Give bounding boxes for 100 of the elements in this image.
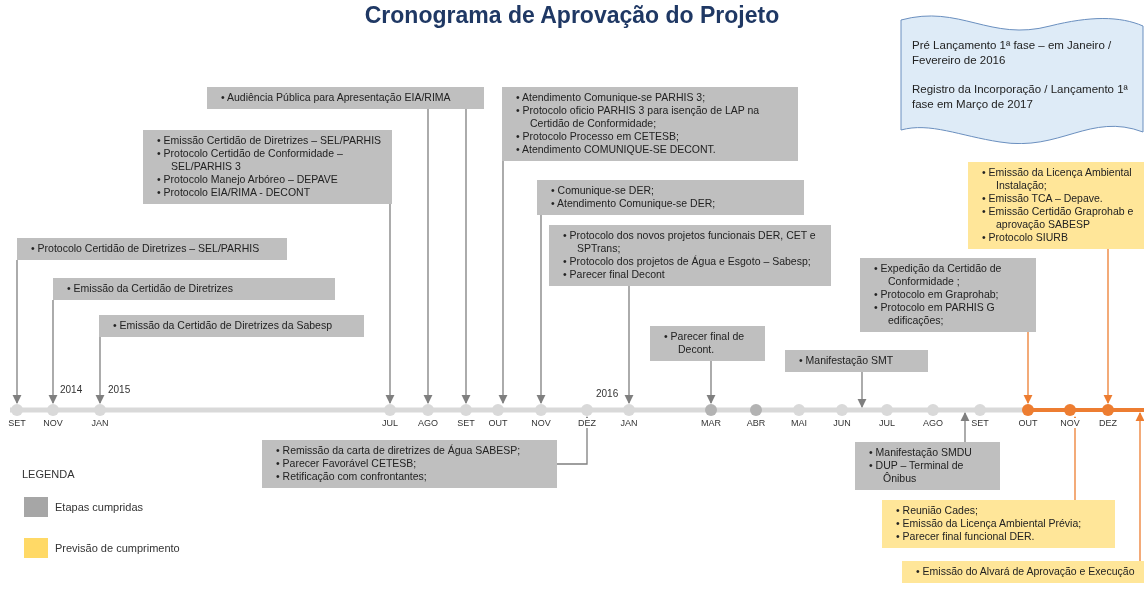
timeline-dot (836, 404, 848, 416)
timeline-dot (460, 404, 472, 416)
bullet-item: • Emissão da Licença Ambiental Prévia; (895, 517, 1083, 530)
banner-shape (900, 12, 1144, 144)
timeline-dot (623, 404, 635, 416)
task-box (207, 87, 484, 109)
arrow (1135, 412, 1144, 562)
arrow (498, 160, 508, 404)
arrow (1103, 248, 1113, 404)
timeline-dot (422, 404, 434, 416)
bullet-item: • Atendimento COMUNIQUE-SE DECONT. (515, 143, 717, 156)
arrow (706, 360, 716, 404)
month-label: OUT (1017, 418, 1039, 428)
arrow (461, 108, 471, 404)
month-label: NOV (1059, 418, 1081, 428)
diagram-title: Cronograma de Aprovação do Projeto (363, 2, 781, 29)
month-label: SET (970, 418, 990, 428)
task-box (549, 225, 831, 286)
bullet-item: • Protocolo Processo em CETESB; (515, 130, 680, 143)
bullet-item: • Expedição da Certidão de Conformidade ; (873, 262, 1003, 288)
task-box (53, 278, 335, 300)
bullet-item: • DUP – Terminal de Ônibus (868, 459, 965, 485)
timeline-dot (1102, 404, 1114, 416)
bullet-item: • Protocolo dos novos projetos funcionais DER, CET e SPTrans; (562, 229, 817, 255)
timeline-bar (10, 407, 1144, 413)
month-label: NOV (42, 418, 64, 428)
timeline-dot (881, 404, 893, 416)
task-box (502, 87, 798, 161)
arrow (385, 203, 395, 404)
arrow (95, 336, 105, 404)
bullet-item: • Remissão da carta de diretrizes de Água SABESP; (275, 444, 522, 457)
bullet-item: • Emissão da Licença Ambiental Instalação; (981, 166, 1133, 192)
bullet-item: • Emissão do Alvará de Aprovação e Execução (915, 565, 1136, 578)
year-label: 2014 (60, 384, 83, 395)
timeline-dot (535, 404, 547, 416)
timeline-dot (974, 404, 986, 416)
arrow (1023, 331, 1033, 404)
task-box (968, 162, 1144, 249)
task-box (785, 350, 928, 372)
timeline-dot (581, 404, 593, 416)
timeline-dot (11, 404, 23, 416)
task-box (537, 180, 804, 215)
bullet-item: • Protocolo Manejo Arbóreo – DEPAVE (156, 173, 339, 186)
bullet-item: • Manifestação SMDU (868, 446, 973, 459)
month-label: ABR (745, 418, 767, 428)
month-label: NOV (530, 418, 552, 428)
arrow (857, 371, 867, 408)
month-label: AGO (922, 418, 944, 428)
bullet-item: • Parecer final de Decont. (663, 330, 746, 356)
bullet-item: • Emissão da Certidão de Diretrizes da Sabesp (112, 319, 334, 332)
timeline-dot (492, 404, 504, 416)
month-label: JAN (90, 418, 110, 428)
month-label: DEZ (577, 418, 597, 428)
month-label: JAN (619, 418, 639, 428)
bullet-item: • Reunião Cades; (895, 504, 979, 517)
arrow (12, 259, 22, 404)
bullet-item: • Protocolo Certidão de Diretrizes – SEL/PARHIS (30, 242, 261, 255)
note-text: Registro da Incorporação / Lançamento 1ª fase em Março de 2017 (912, 82, 1129, 112)
bullet-item: • Atendimento Comunique-se PARHIS 3; (515, 91, 707, 104)
bullet-item: • Emissão Certidão de Diretrizes – SEL/PARHIS (156, 134, 383, 147)
month-label: SET (456, 418, 476, 428)
timeline-dot (47, 404, 59, 416)
bullet-item: • Emissão TCA – Depave. (981, 192, 1104, 205)
bullet-item: • Emissão Certidão Graprohab e aprovação SABESP (981, 205, 1135, 231)
bullet-item: • Protocolo Certidão de Conformidade – SEL/PARHIS 3 (156, 147, 344, 173)
month-label: DEZ (1098, 418, 1118, 428)
timeline-dot (1022, 404, 1034, 416)
legend-title: LEGENDA (22, 468, 75, 480)
bullet-item: • Retificação com confrontantes; (275, 470, 428, 483)
bullet-item: • Manifestação SMT (798, 354, 895, 367)
timeline-dot (384, 404, 396, 416)
task-box (902, 561, 1144, 583)
bullet-item: • Protocolo EIA/RIMA - DECONT (156, 186, 312, 199)
month-label: JUN (832, 418, 852, 428)
bullet-item: • Parecer final Decont (562, 268, 666, 281)
legend-label: Previsão de cumprimento (55, 542, 180, 554)
bullet-item: • Protocolo dos projetos de Água e Esgoto – Sabesp; (562, 255, 812, 268)
bullet-item: • Atendimento Comunique-se DER; (550, 197, 717, 210)
bullet-item: • Protocolo em PARHIS G edificações; (873, 301, 996, 327)
bullet-item: • Audiência Pública para Apresentação EIA/RIMA (220, 91, 452, 104)
bullet-item: • Protocolo oficio PARHIS 3 para isenção de LAP na Certidão de Conformidade; (515, 104, 761, 130)
task-box (99, 315, 364, 337)
task-box (650, 326, 765, 361)
legend-label: Etapas cumpridas (55, 501, 144, 513)
task-box (855, 442, 1000, 490)
task-box (17, 238, 287, 260)
timeline-dot (750, 404, 762, 416)
bullet-item: • Protocolo em Graprohab; (873, 288, 1000, 301)
task-box (860, 258, 1036, 332)
arrow (624, 285, 634, 404)
bullet-item: • Parecer final funcional DER. (895, 530, 1036, 543)
bullet-item: • Parecer Favorável CETESB; (275, 457, 418, 470)
month-label: JUL (878, 418, 896, 428)
timeline-dot (927, 404, 939, 416)
bullet-item: • Emissão da Certidão de Diretrizes (66, 282, 234, 295)
task-box (882, 500, 1115, 548)
arrow (48, 299, 58, 404)
year-label: 2016 (596, 388, 619, 399)
task-box (262, 440, 557, 488)
timeline-dot (793, 404, 805, 416)
